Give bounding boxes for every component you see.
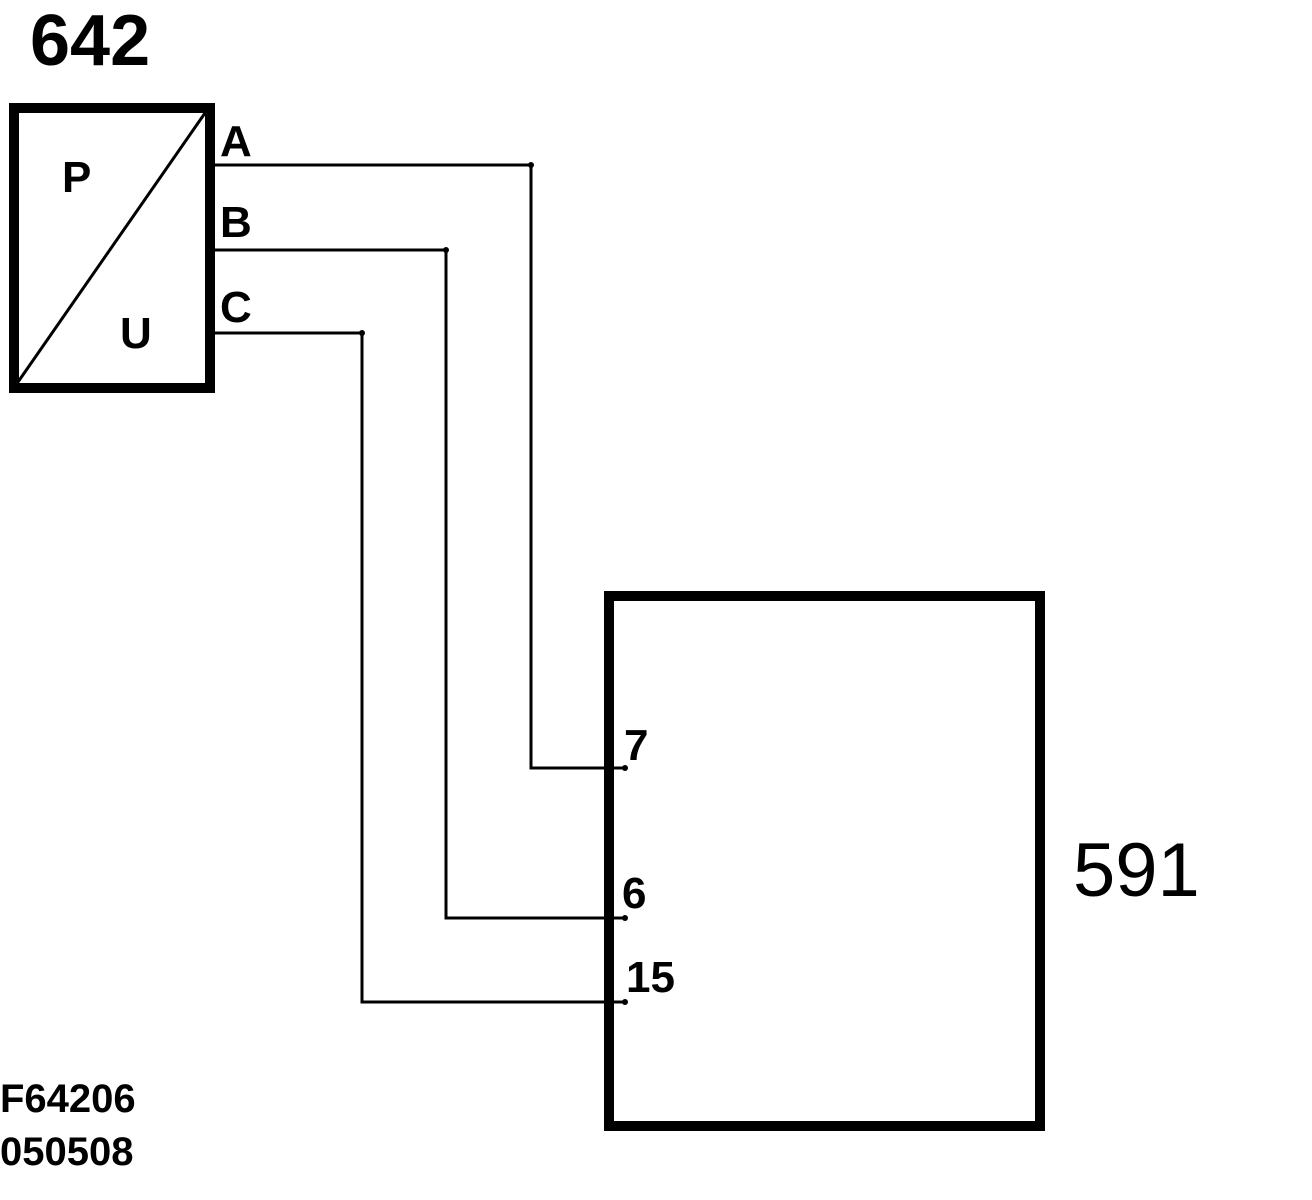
module-id: 591 [1073, 828, 1200, 913]
sensor-symbol-bottom: U [120, 309, 152, 358]
sensor-pin-a-label: A [220, 117, 252, 166]
sensor-id: 642 [30, 1, 150, 81]
wire-a-7 [212, 163, 625, 770]
wire-c-15 [212, 331, 625, 1004]
junction-dot [443, 247, 449, 253]
sensor-pin-b-label: B [220, 198, 252, 247]
wire-b-6 [212, 248, 625, 920]
junction-dot [359, 330, 365, 336]
junction-dot [528, 162, 534, 168]
junction-dot [622, 999, 628, 1005]
module-box [604, 591, 1045, 1131]
figure-code: F64206 [0, 1077, 136, 1121]
junction-dot [622, 915, 628, 921]
sensor-box [9, 103, 215, 393]
sensor-diagonal [16, 112, 207, 383]
module-pin-15-label: 15 [626, 953, 675, 1002]
module-pin-7-label: 7 [624, 721, 648, 770]
junction-dot [622, 765, 628, 771]
module-pin-6-label: 6 [622, 869, 646, 918]
date-code: 050508 [0, 1130, 133, 1174]
sensor-symbol-top: P [62, 153, 91, 202]
sensor-pin-c-label: C [220, 283, 252, 332]
